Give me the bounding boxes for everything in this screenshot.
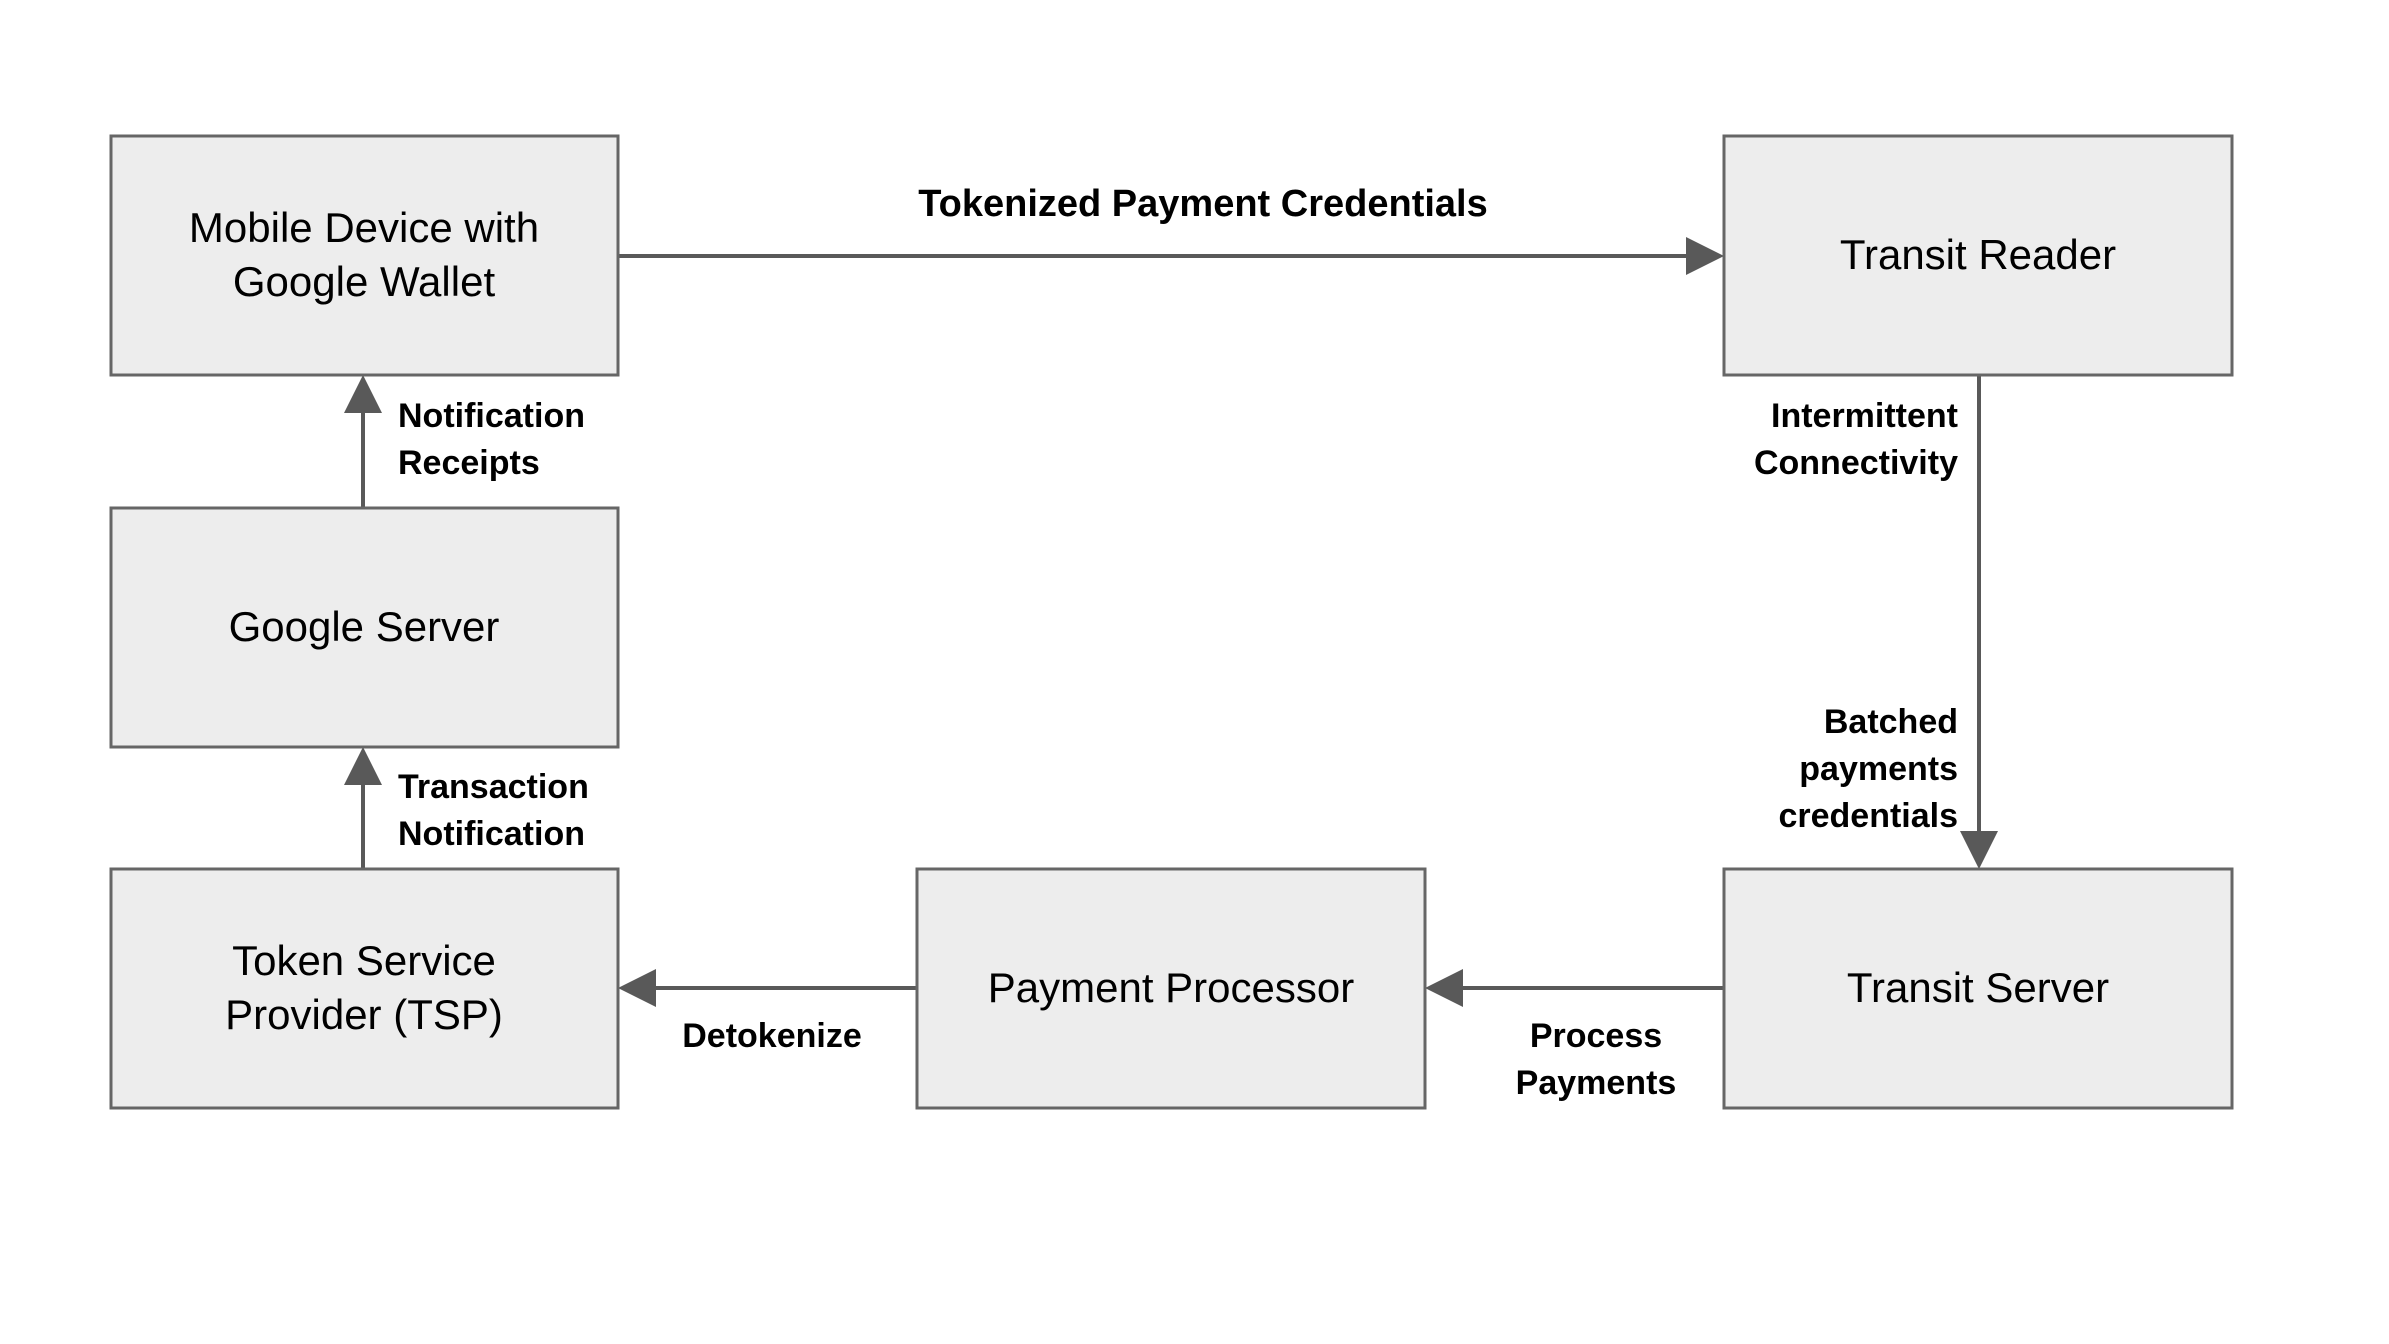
edge-label-mobile-to-reader: Tokenized Payment Credentials — [918, 183, 1487, 225]
edge-label-intermittent-connectivity: Intermittent Connectivity — [1754, 397, 1958, 482]
node-label-tsp-line2: Provider (TSP) — [225, 991, 503, 1038]
node-mobile-device[interactable]: Mobile Device with Google Wallet — [109, 134, 620, 377]
node-label-google-server-line1: Google Server — [229, 603, 500, 650]
edge-label-notification-line2: Receipts — [398, 444, 540, 482]
node-label-mobile-device-line1: Mobile Device with — [189, 204, 539, 251]
edge-label-transaction-notification: Transaction Notification — [398, 768, 589, 853]
edge-label-detokenize: Detokenize — [682, 1017, 862, 1055]
edge-label-transaction-line1: Transaction — [398, 768, 589, 806]
edge-tsp-to-google-server[interactable] — [344, 747, 382, 869]
node-label-transit-server-line1: Transit Server — [1847, 964, 2109, 1011]
edge-label-detokenize-line1: Detokenize — [682, 1017, 862, 1055]
edge-google-server-to-mobile[interactable] — [344, 375, 382, 508]
edge-label-batched-line2: payments — [1799, 750, 1958, 788]
edge-label-process-payments: Process Payments — [1516, 1017, 1677, 1102]
arrow-head-left-2 — [618, 969, 656, 1007]
edge-transit-server-to-processor[interactable] — [1425, 969, 1724, 1007]
node-rect-google-server — [109, 506, 620, 749]
arrow-head-right — [1686, 237, 1724, 275]
edge-label-transaction-line2: Notification — [398, 815, 585, 853]
edge-reader-to-server[interactable] — [1960, 375, 1998, 869]
node-label-tsp-line1: Token Service — [232, 937, 496, 984]
node-rect-mobile-device — [109, 134, 620, 377]
edge-label-batched-line3: credentials — [1778, 797, 1958, 835]
node-rect-transit-reader — [1722, 134, 2234, 377]
edge-label-notification-line1: Notification — [398, 397, 585, 435]
arrow-head-up-2 — [344, 375, 382, 413]
edge-processor-to-tsp[interactable] — [618, 969, 917, 1007]
edge-label-intermittent-line2: Connectivity — [1754, 444, 1958, 482]
edge-mobile-to-reader[interactable] — [618, 237, 1724, 275]
edge-label-tokenized-payment-credentials: Tokenized Payment Credentials — [918, 183, 1487, 225]
node-transit-reader[interactable]: Transit Reader — [1722, 134, 2234, 377]
node-payment-processor[interactable]: Payment Processor — [915, 867, 1427, 1110]
edge-label-batched-line1: Batched — [1824, 703, 1958, 741]
edge-label-process-line2: Payments — [1516, 1064, 1677, 1102]
arrow-head-left-1 — [1425, 969, 1463, 1007]
edge-label-batched-payments-credentials: Batched payments credentials — [1778, 703, 1958, 835]
node-label-payment-processor-line1: Payment Processor — [988, 964, 1354, 1011]
node-google-server[interactable]: Google Server — [109, 506, 620, 749]
node-rect-token-service-provider — [109, 867, 620, 1110]
node-label-transit-reader-line1: Transit Reader — [1840, 231, 2116, 278]
node-rect-payment-processor — [915, 867, 1427, 1110]
node-transit-server[interactable]: Transit Server — [1722, 867, 2234, 1110]
edge-label-notification-receipts: Notification Receipts — [398, 397, 585, 482]
node-rect-transit-server — [1722, 867, 2234, 1110]
node-token-service-provider[interactable]: Token Service Provider (TSP) — [109, 867, 620, 1110]
arrow-head-down — [1960, 831, 1998, 869]
edge-label-intermittent-line1: Intermittent — [1771, 397, 1958, 435]
node-label-mobile-device-line2: Google Wallet — [233, 258, 496, 305]
arrow-head-up-1 — [344, 747, 382, 785]
edge-label-process-line1: Process — [1530, 1017, 1662, 1055]
